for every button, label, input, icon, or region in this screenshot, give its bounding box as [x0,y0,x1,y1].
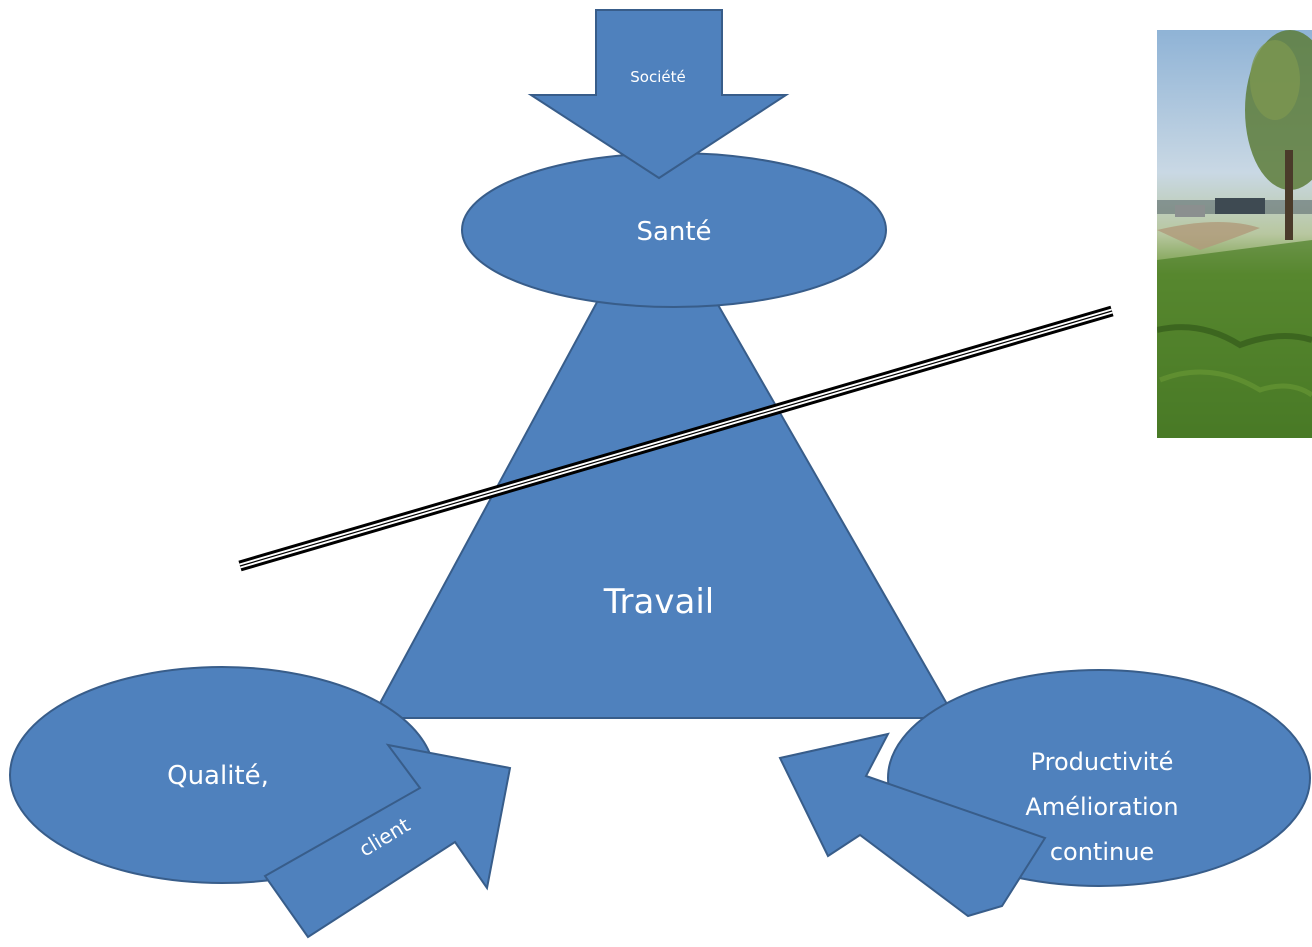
sante-label: Santé [636,217,711,247]
continue-label: continue [1050,838,1154,866]
travail-triangle [370,192,957,719]
productivite-arrow [778,732,1047,918]
amelioration-label: Amélioration [1025,793,1178,821]
landscape-photo [1157,30,1312,438]
strike-line [238,305,1114,572]
travail-label: Travail [603,582,714,622]
productivite-label: Productivité [1031,748,1174,776]
societe-label: Société [630,68,685,86]
client-arrow [263,743,512,939]
societe-down-arrow [527,9,790,180]
qualite-label: Qualité, [167,761,269,791]
